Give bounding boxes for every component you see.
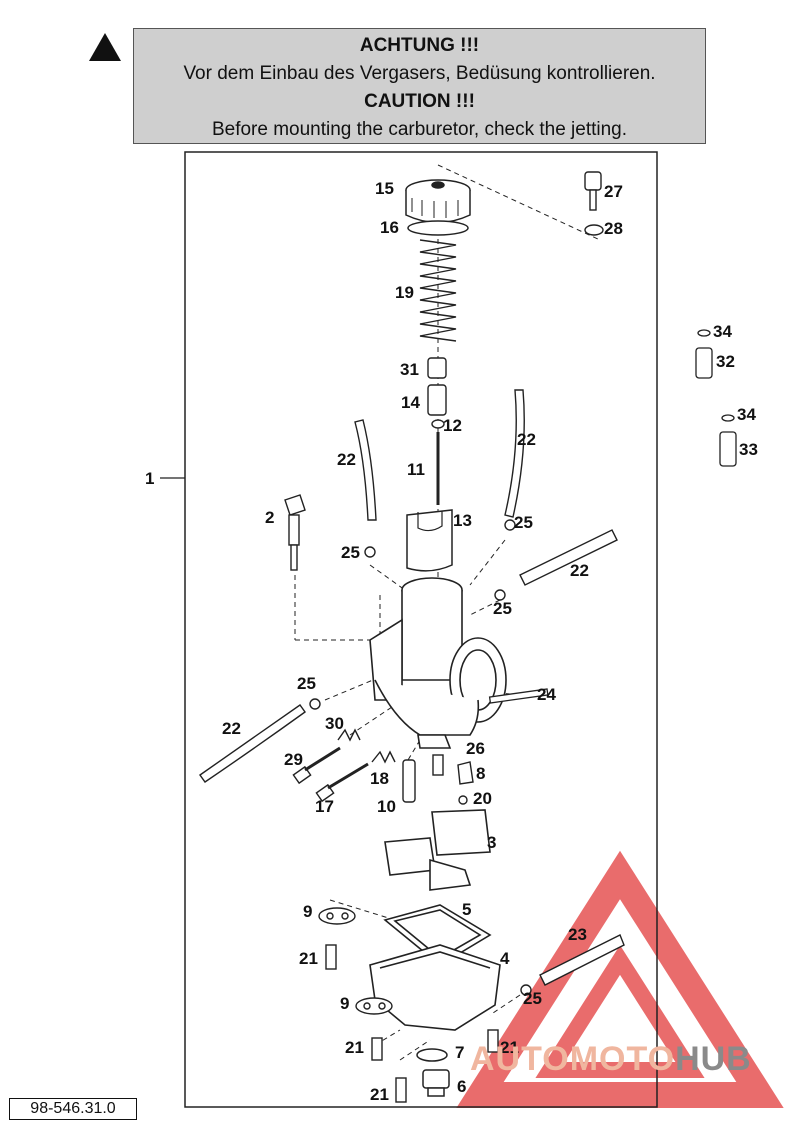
label-30: 30 — [325, 714, 344, 733]
watermark-text: AUTOMOTOHUB — [470, 1040, 752, 1079]
label-14: 14 — [401, 393, 420, 412]
label-21d: 21 — [370, 1085, 389, 1104]
label-23: 23 — [568, 925, 587, 944]
warning-triangle-icon — [89, 33, 121, 61]
float — [384, 809, 491, 891]
label-7: 7 — [455, 1043, 464, 1062]
label-22d: 22 — [222, 719, 241, 738]
label-11: 11 — [407, 460, 425, 479]
label-4: 4 — [500, 949, 510, 968]
label-9a: 9 — [303, 902, 312, 921]
label-22c: 22 — [570, 561, 589, 580]
label-27: 27 — [604, 182, 623, 201]
caution-title-en: CAUTION !!! — [364, 91, 475, 112]
label-26: 26 — [466, 739, 485, 758]
watermark-logo-icon — [456, 850, 784, 1108]
label-13: 13 — [453, 511, 472, 530]
label-21a: 21 — [299, 949, 318, 968]
throttle-spring — [419, 239, 457, 342]
label-21b: 21 — [345, 1038, 364, 1057]
label-28: 28 — [604, 219, 623, 238]
label-3: 3 — [487, 833, 496, 852]
label-25d: 25 — [297, 674, 316, 693]
label-12: 12 — [443, 416, 462, 435]
label-9b: 9 — [340, 994, 349, 1013]
label-17: 17 — [315, 797, 334, 816]
label-24: 24 — [537, 685, 556, 704]
label-19: 19 — [395, 283, 414, 302]
label-20: 20 — [473, 789, 492, 808]
watermark-text-part1: AUTOMOTO — [470, 1040, 676, 1078]
label-5: 5 — [462, 900, 471, 919]
label-22a: 22 — [337, 450, 356, 469]
label-6: 6 — [457, 1077, 466, 1096]
caution-title-de: ACHTUNG !!! — [359, 35, 480, 56]
label-1: 1 — [145, 469, 154, 488]
label-34a: 34 — [713, 322, 732, 341]
label-18: 18 — [370, 769, 389, 788]
label-15: 15 — [375, 179, 394, 198]
caution-text-de: Vor dem Einbau des Vergasers, Bedüsung k… — [183, 63, 656, 84]
label-16: 16 — [380, 218, 399, 237]
label-25b: 25 — [514, 513, 533, 532]
label-22b: 22 — [517, 430, 536, 449]
watermark-text-part2: HUB — [675, 1040, 752, 1078]
part-number-box: 98-546.31.0 — [9, 1098, 137, 1120]
label-25e: 25 — [523, 989, 542, 1008]
label-8: 8 — [476, 764, 485, 783]
label-33: 33 — [739, 440, 758, 459]
label-32: 32 — [716, 352, 735, 371]
carburetor-body — [369, 577, 507, 749]
label-10: 10 — [377, 797, 396, 816]
carburetor-cap — [405, 179, 471, 236]
float-bowl — [369, 904, 501, 1031]
label-21c: 21 — [500, 1038, 519, 1057]
idle-screw — [284, 494, 306, 571]
label-34b: 34 — [737, 405, 756, 424]
caution-box: ACHTUNG !!! Vor dem Einbau des Vergasers… — [133, 28, 706, 144]
label-25a: 25 — [341, 543, 360, 562]
label-29: 29 — [284, 750, 303, 769]
label-31: 31 — [400, 360, 419, 379]
caution-text-en: Before mounting the carburetor, check th… — [211, 119, 628, 140]
label-2: 2 — [265, 508, 274, 527]
assembly-frame — [184, 151, 658, 1108]
label-25c: 25 — [493, 599, 512, 618]
